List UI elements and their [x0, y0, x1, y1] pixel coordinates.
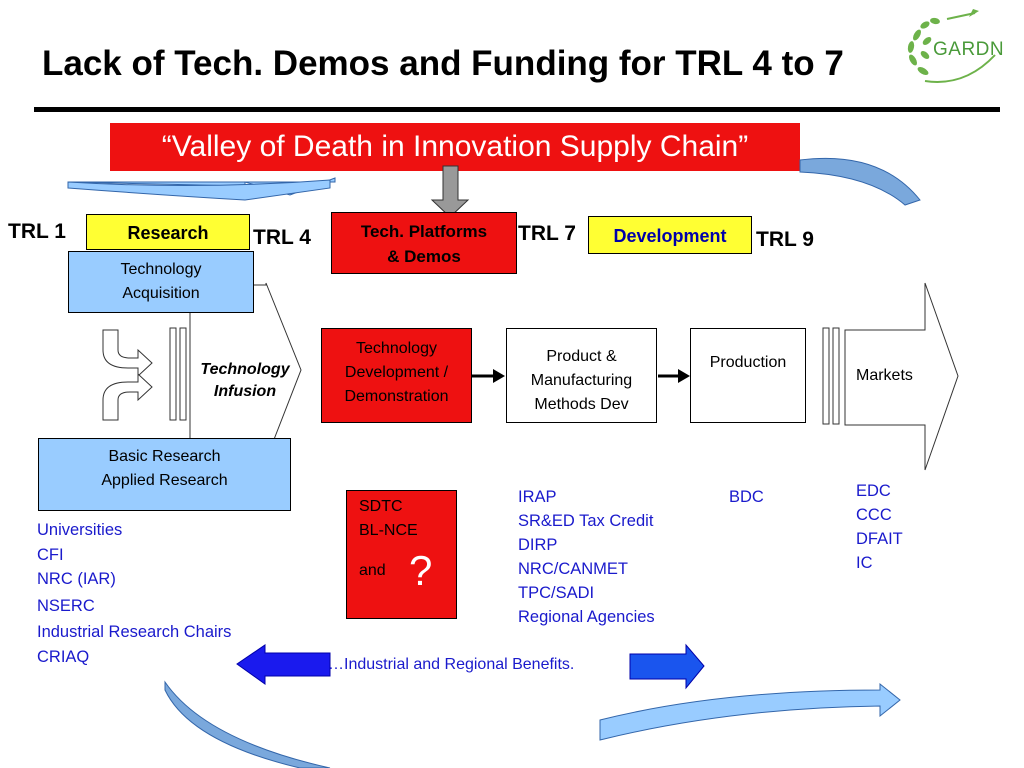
benefits-left-arrow	[236, 644, 331, 685]
technology-acquisition-box: Technology Acquisition	[68, 251, 254, 313]
markets-big-arrow	[844, 282, 959, 471]
title-divider	[34, 107, 1000, 112]
top-left-curved-arrow-band	[67, 179, 331, 201]
list-item: TPC/SADI	[518, 584, 595, 602]
basic-research-line2: Applied Research	[101, 472, 228, 489]
product-line2: Manufacturing	[530, 372, 633, 389]
merge-arrow-top	[102, 329, 153, 378]
bdc-list: BDC	[729, 485, 764, 510]
edc-list: EDC CCC DFAIT IC	[856, 479, 903, 575]
basic-research-line1: Basic Research	[108, 448, 221, 465]
trl9-label: TRL 9	[756, 228, 814, 251]
list-item: CFI	[37, 545, 64, 564]
list-item: DIRP	[518, 536, 558, 554]
gardn-logo: GARDN	[895, 5, 1015, 90]
basic-research-box: Basic Research Applied Research	[38, 438, 291, 511]
research-label: Research	[86, 214, 250, 250]
bottom-swoosh	[164, 680, 331, 768]
list-item: Regional Agencies	[518, 608, 655, 626]
tech-dev-line2: Development /	[344, 364, 449, 381]
infusion-line2: Infusion	[213, 383, 277, 400]
trl4-label: TRL 4	[253, 226, 311, 249]
irap-list: IRAP SR&ED Tax Credit DIRP NRC/CANMET TP…	[518, 485, 655, 629]
development-label: Development	[588, 216, 752, 254]
production-box: Production	[690, 328, 806, 423]
list-item: Industrial Research Chairs	[37, 623, 232, 641]
list-item: BL-NCE	[359, 522, 418, 539]
list-item: and	[359, 562, 386, 579]
technology-infusion-label: Technology Infusion	[190, 359, 300, 403]
list-item: SDTC	[359, 498, 403, 515]
valley-of-death-banner: “Valley of Death in Innovation Supply Ch…	[110, 123, 800, 171]
tech-platforms-demos-box: Tech. Platforms & Demos	[331, 212, 517, 274]
tech-platforms-line1: Tech. Platforms	[360, 222, 488, 241]
tech-dev-line1: Technology	[356, 340, 437, 357]
list-item: CRIAQ	[37, 647, 90, 666]
sdtc-box: SDTC BL-NCE and ?	[346, 490, 457, 619]
bottom-right-arrow	[599, 682, 901, 741]
trl7-label: TRL 7	[518, 222, 576, 245]
tech-platforms-line2: & Demos	[387, 247, 461, 266]
production-label: Production	[709, 354, 787, 371]
sdtc-question-mark: ?	[409, 547, 433, 594]
benefits-right-arrow	[629, 643, 705, 690]
logo-text: GARDN	[933, 39, 1005, 60]
banner-down-arrow	[430, 165, 470, 218]
tech-dev-demo-box: Technology Development / Demonstration	[321, 328, 472, 423]
list-item: Universities	[37, 521, 123, 539]
tech-dev-line3: Demonstration	[344, 388, 449, 405]
list-item: IRAP	[518, 488, 557, 506]
trl1-label: TRL 1	[8, 220, 66, 243]
benefits-text: …Industrial and Regional Benefits.	[328, 656, 575, 673]
merge-arrow-bottom	[102, 372, 153, 421]
list-item: EDC	[856, 482, 891, 500]
infusion-line1: Technology	[200, 361, 290, 378]
list-item: NSERC	[37, 596, 95, 615]
tech-acq-line2: Acquisition	[122, 285, 200, 302]
markets-label: Markets	[856, 367, 913, 384]
top-right-swoosh	[799, 157, 921, 206]
list-item: NRC (IAR)	[37, 570, 116, 588]
list-item: DFAIT	[856, 530, 903, 548]
list-item: CCC	[856, 506, 892, 524]
product-line3: Methods Dev	[534, 396, 629, 413]
list-item: SR&ED Tax Credit	[518, 512, 654, 530]
product-manufacturing-box: Product & Manufacturing Methods Dev	[506, 328, 657, 423]
list-item: IC	[856, 554, 873, 572]
list-item: BDC	[729, 488, 764, 506]
product-line1: Product &	[546, 348, 617, 365]
universities-list: Universities CFI NRC (IAR) NSERC Industr…	[37, 518, 231, 669]
list-item: NRC/CANMET	[518, 560, 628, 578]
tech-acq-line1: Technology	[120, 261, 202, 278]
page-title: Lack of Tech. Demos and Funding for TRL …	[42, 44, 844, 83]
